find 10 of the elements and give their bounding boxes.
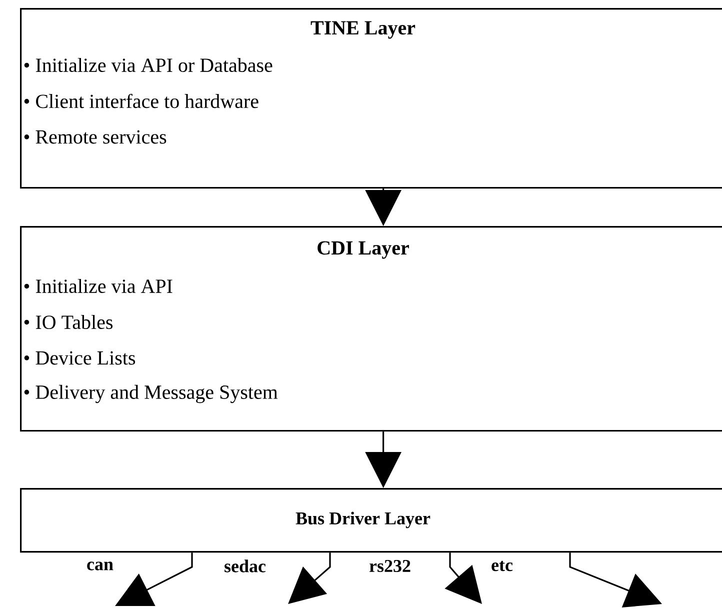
bullet-item: • Initialize via API	[24, 278, 172, 294]
bullet-item: • Client interface to hardware	[24, 94, 258, 108]
layer-heading: TINE Layer	[310, 21, 416, 39]
layer-heading: Bus Driver Layer	[296, 512, 430, 528]
bullet-item: • Remote services	[24, 130, 166, 144]
bullet-item: • Initialize via API or Database	[24, 58, 272, 72]
layer-heading: CDI Layer	[318, 241, 409, 259]
bullet-item: • Device Lists	[24, 351, 136, 365]
bullet-item: • Delivery and Message System	[24, 384, 278, 404]
bullet-item: • IO Tables	[24, 314, 113, 330]
